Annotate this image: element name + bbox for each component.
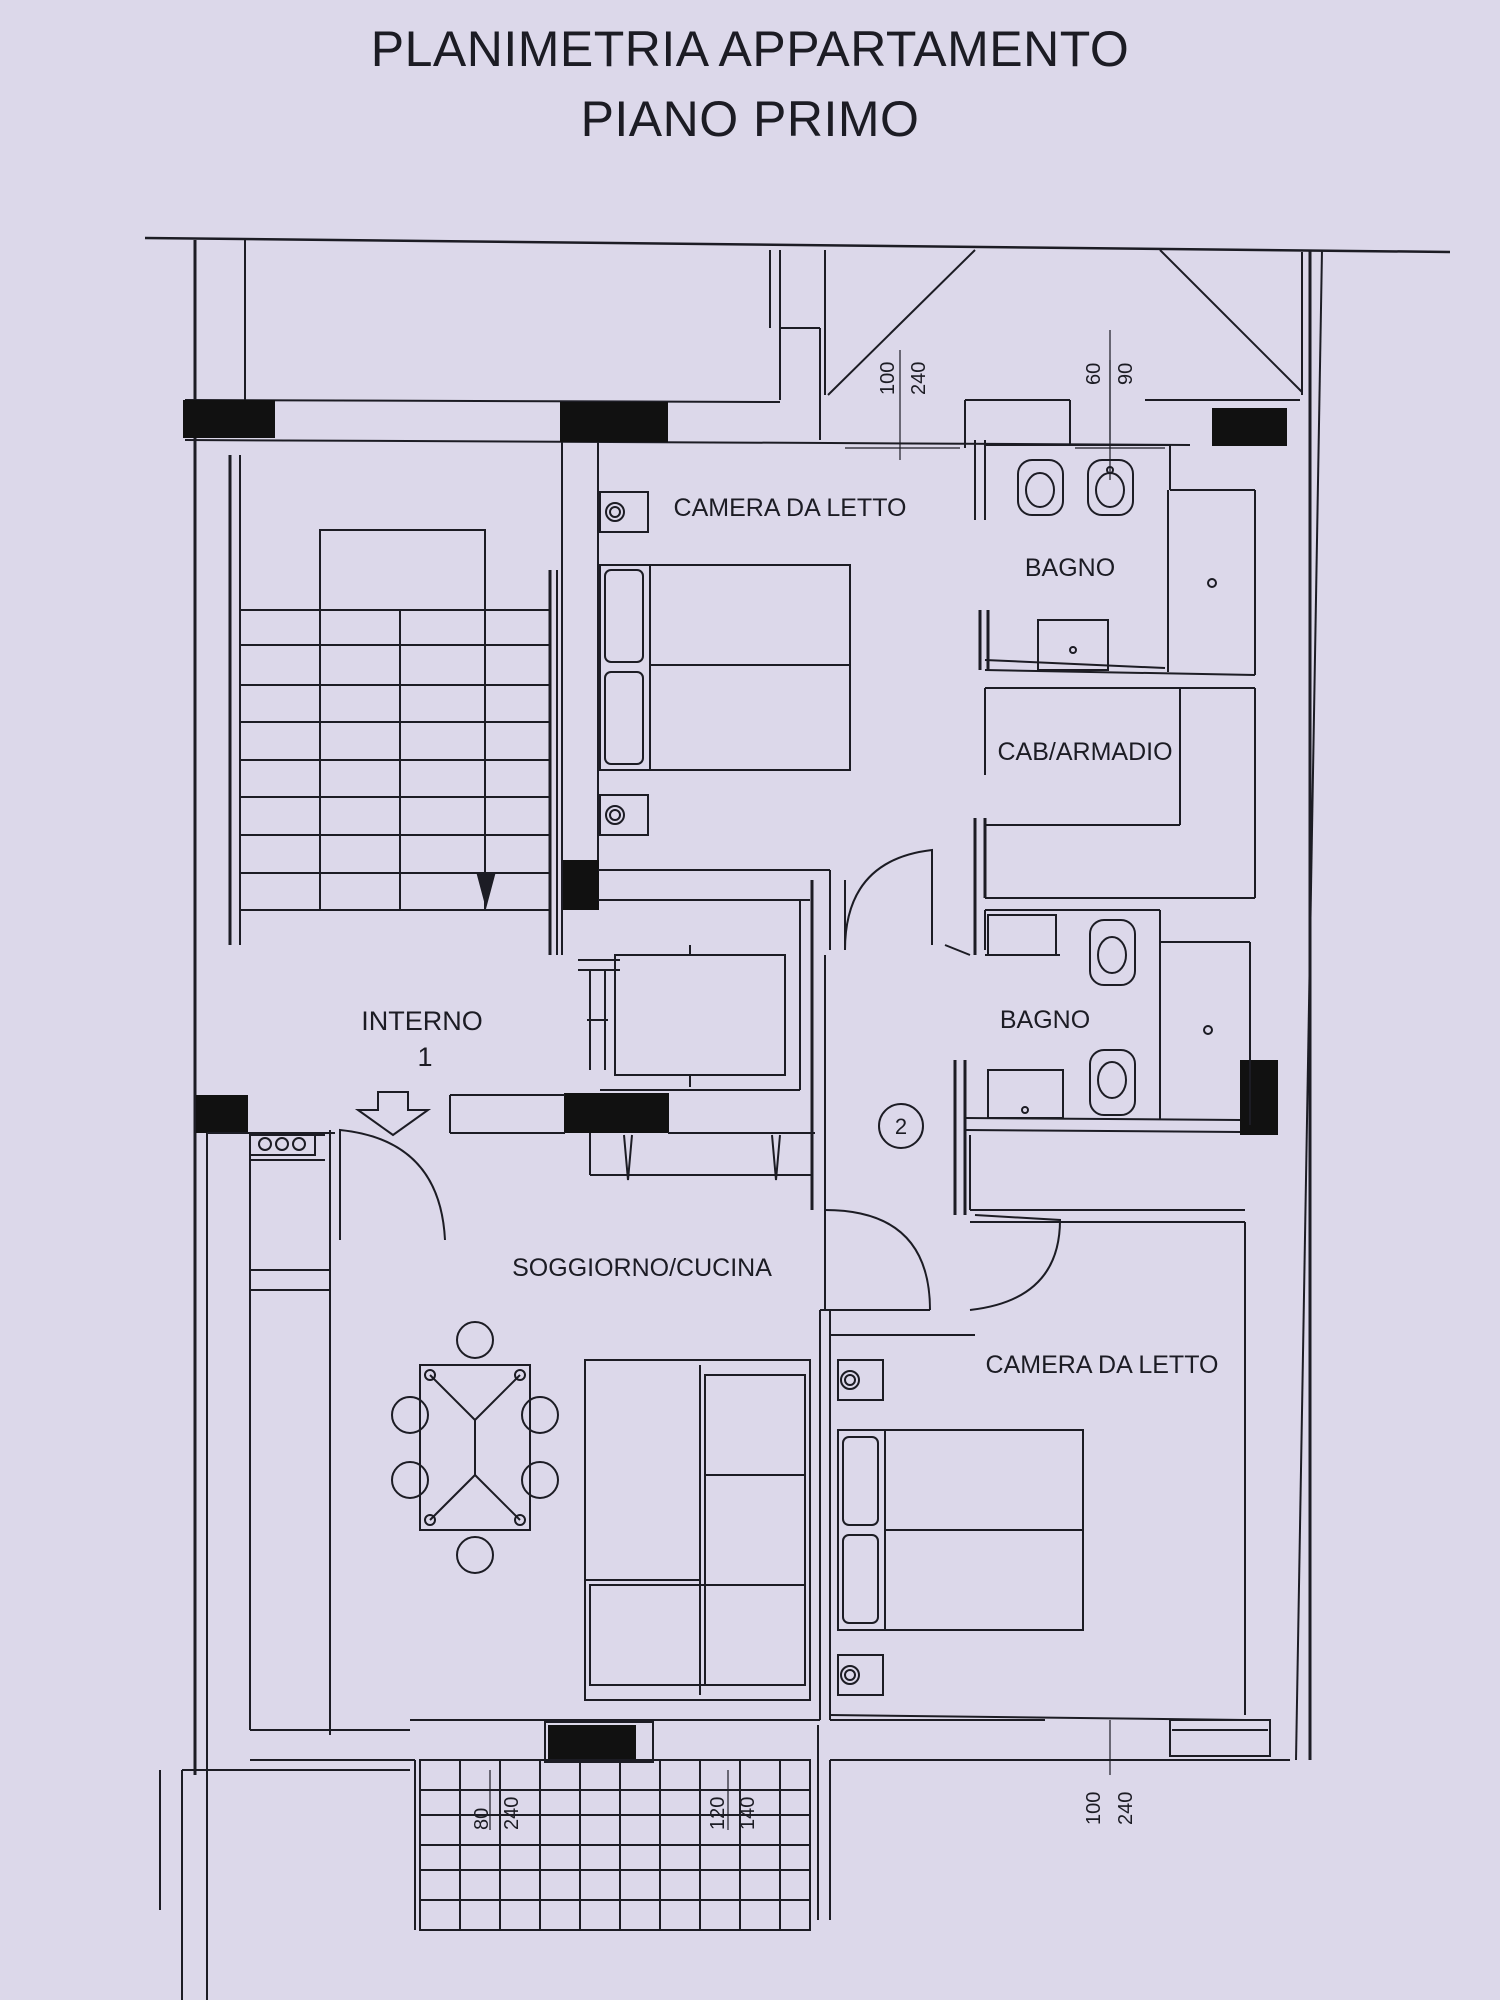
- balcony: [159, 1719, 1290, 2000]
- window-dim-top-left-a: 100: [877, 362, 899, 395]
- entrance-arrow: [354, 1091, 432, 1137]
- room-label-entry-number: 1: [417, 1042, 432, 1072]
- plan-subtitle: PIANO PRIMO: [580, 91, 920, 147]
- room-label-bath-middle: BAGNO: [1000, 1006, 1090, 1034]
- door-swings: [339, 848, 1062, 1311]
- window-dim-top-right-b: 90: [1115, 363, 1137, 385]
- window-dim-balcony-left-a: 80: [471, 1808, 493, 1830]
- room-label-entry: INTERNO: [361, 1006, 483, 1036]
- walk-in-closet: [944, 687, 1256, 956]
- plan-title: PLANIMETRIA APPARTAMENTO: [370, 21, 1130, 77]
- window-dim-balcony-left-b: 240: [501, 1797, 523, 1830]
- dimension-leaders: [489, 350, 1111, 1830]
- hallway: [449, 880, 1245, 1223]
- stair-cupboard: [578, 899, 801, 1091]
- room-label-bedroom-top: CAMERA DA LETTO: [674, 494, 907, 522]
- structural-columns: [183, 400, 1287, 1760]
- outer-walls: [144, 236, 1451, 2000]
- hallway-marker: 2: [895, 1114, 907, 1139]
- window-dim-balcony-right-b: 140: [737, 1797, 759, 1830]
- window-dim-balcony-right-a: 120: [707, 1797, 729, 1830]
- room-label-living: SOGGIORNO/CUCINA: [512, 1254, 772, 1282]
- room-label-bedroom-bottom: CAMERA DA LETTO: [986, 1351, 1219, 1379]
- window-dim-bottom-right-a: 100: [1083, 1792, 1105, 1825]
- bathroom-middle: [953, 909, 1251, 1215]
- staircase: [228, 455, 558, 955]
- window-dim-top-right-a: 60: [1083, 363, 1105, 385]
- room-label-bath-top: BAGNO: [1025, 554, 1115, 582]
- bedroom-bottom: [829, 1222, 1271, 1757]
- room-label-closet: CAB/ARMADIO: [997, 738, 1172, 766]
- window-dim-top-left-b: 240: [908, 362, 930, 395]
- bathroom-top: [964, 330, 1256, 676]
- living-kitchen: [207, 1130, 930, 1930]
- window-dim-bottom-right-b: 240: [1115, 1792, 1137, 1825]
